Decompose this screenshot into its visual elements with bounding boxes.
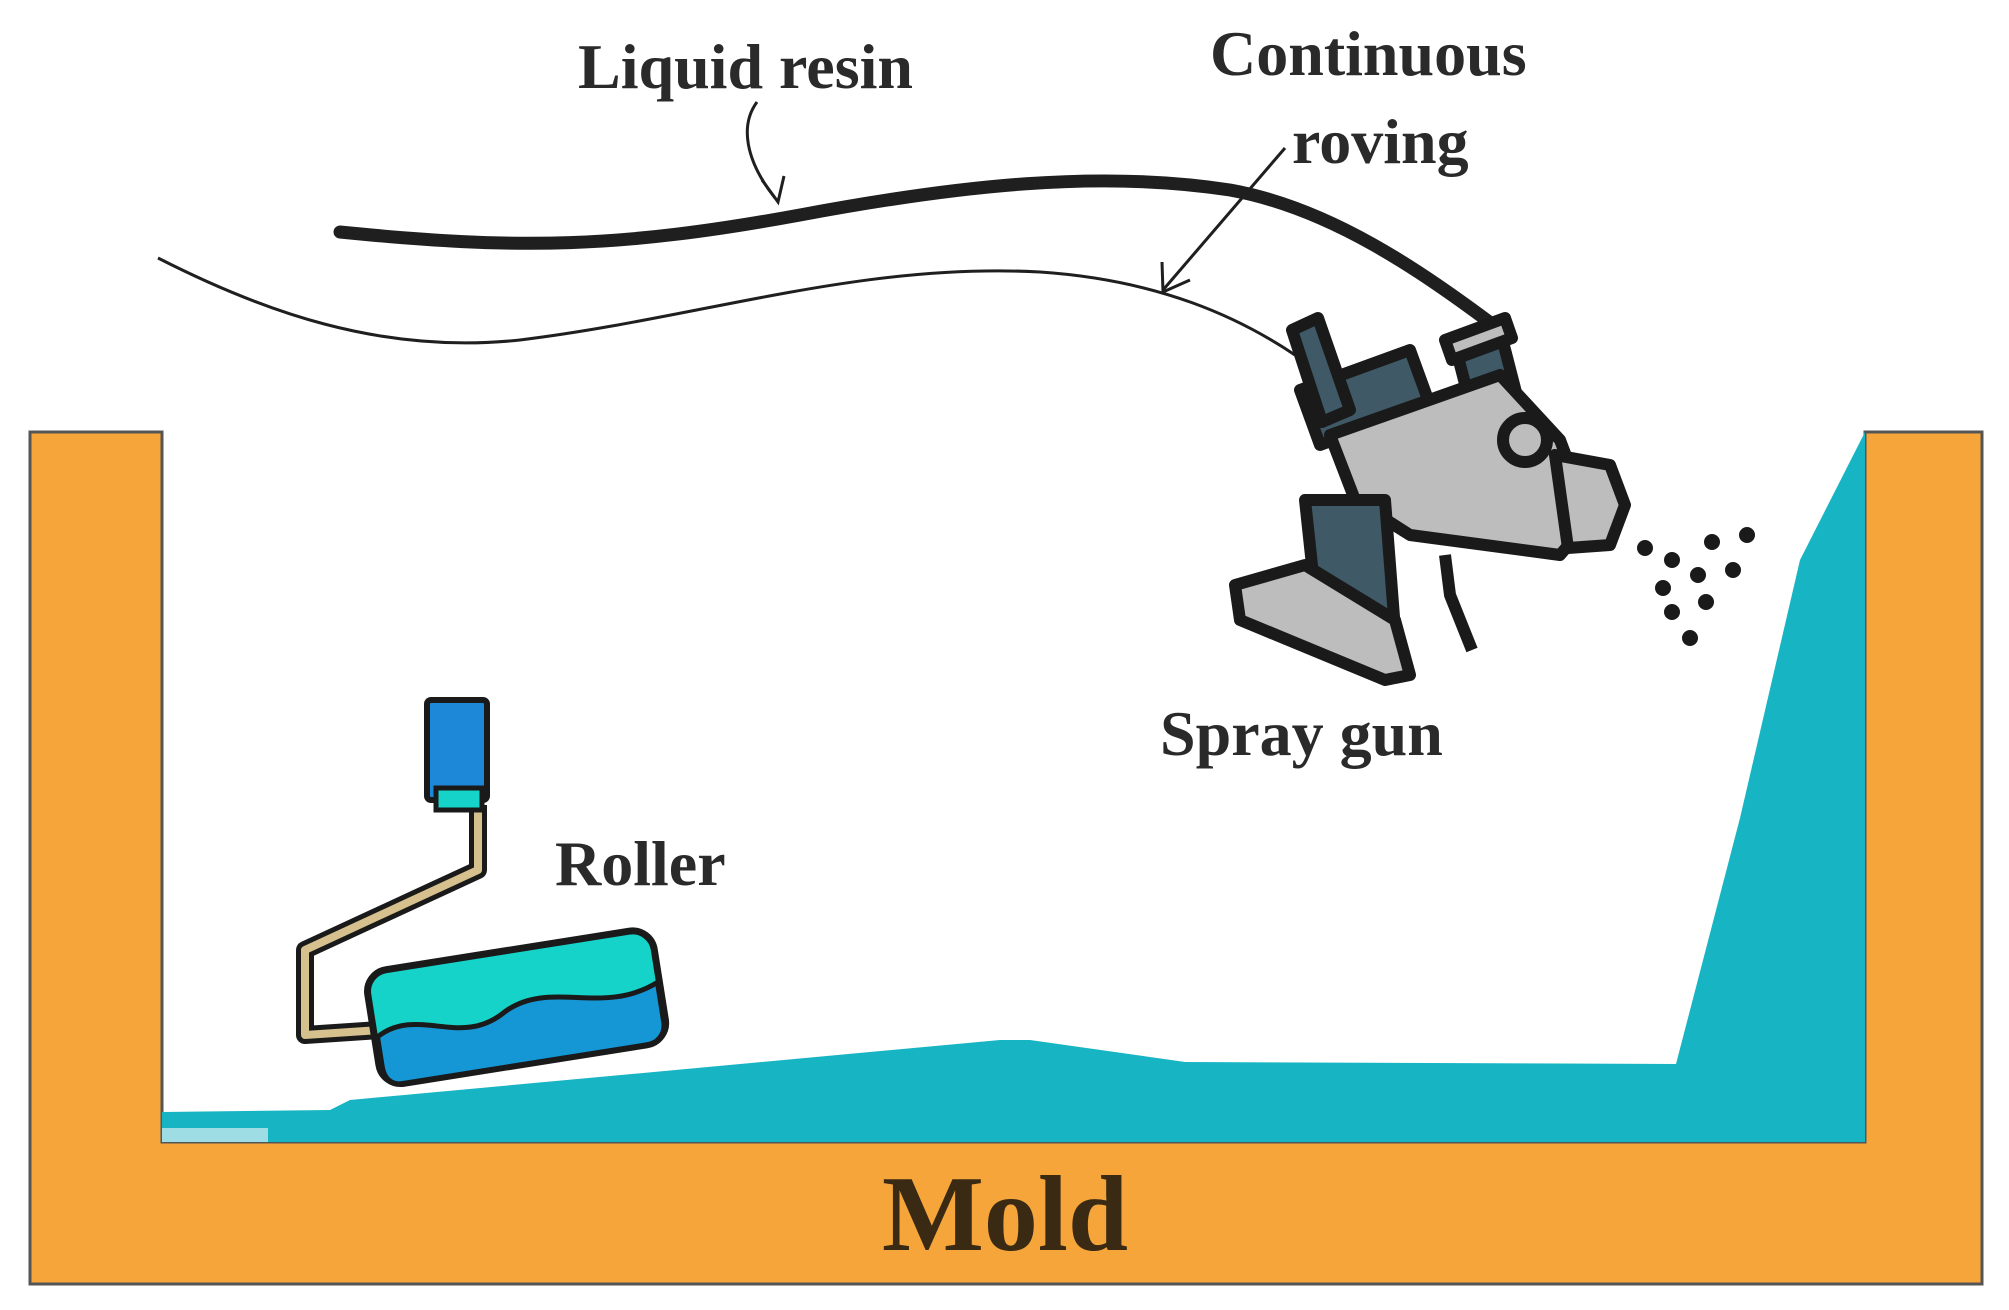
label-roller: Roller <box>555 828 726 899</box>
label-mold: Mold <box>882 1155 1128 1274</box>
resin-thin-edge <box>162 1128 268 1142</box>
continuous-roving-arrow <box>1161 147 1287 291</box>
label-liquid-resin: Liquid resin <box>578 31 913 102</box>
spray-gun <box>1229 312 1631 686</box>
spray-droplets <box>1637 527 1755 646</box>
roller-handle <box>424 697 490 803</box>
continuous-roving-line <box>157 256 1296 357</box>
label-continuous-roving-line1: Continuous <box>1210 18 1527 89</box>
liquid-resin-arrowhead <box>760 175 786 206</box>
resin-layer <box>162 432 1865 1142</box>
continuous-roving-arrowhead <box>1160 261 1191 295</box>
liquid-resin-hose <box>333 174 1507 337</box>
label-continuous-roving-line2: roving <box>1292 106 1469 177</box>
label-spray-gun: Spray gun <box>1160 698 1443 769</box>
liquid-resin-arrow <box>745 101 777 199</box>
roller <box>296 697 670 1088</box>
